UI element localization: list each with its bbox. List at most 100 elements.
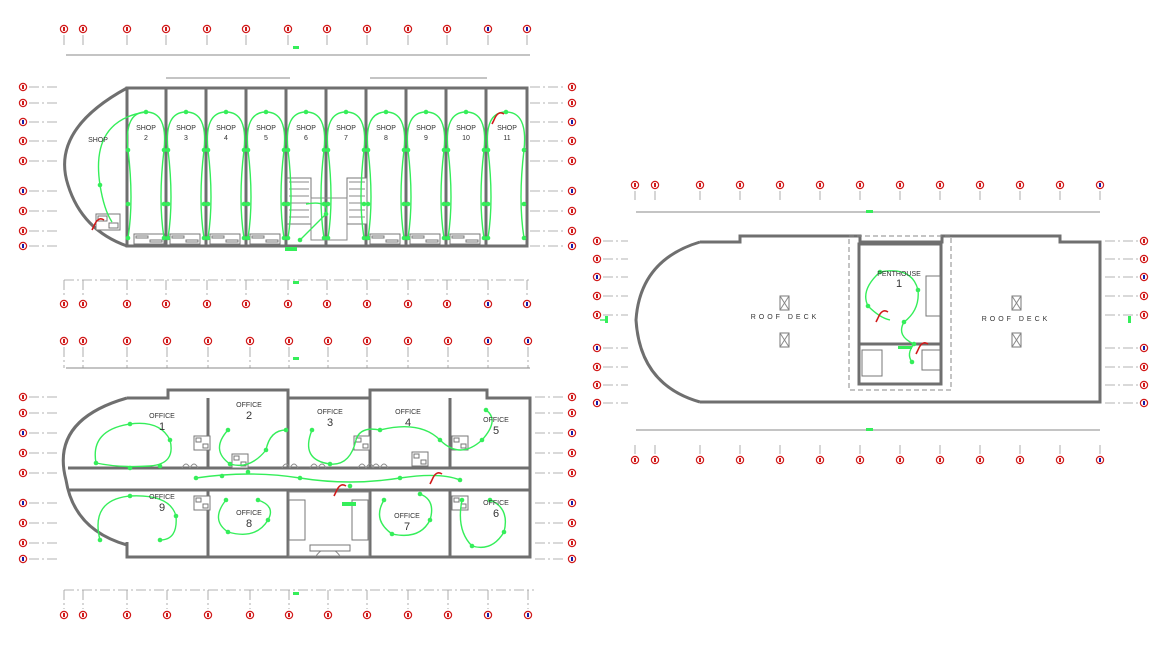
grid-marker-core — [22, 85, 24, 89]
grid-marker-core — [571, 244, 573, 248]
light-fixture-point — [225, 529, 231, 535]
light-fixture-point — [469, 543, 475, 549]
grid-marker-blue — [483, 610, 493, 620]
sanitary-fixture — [251, 235, 265, 239]
grid-marker-red — [443, 610, 453, 620]
grid-marker-core — [245, 27, 247, 31]
shop-10-number: 10 — [462, 135, 470, 142]
office-9-number: 9 — [159, 502, 165, 514]
light-fixture-point — [125, 235, 131, 241]
grid-marker-red — [284, 610, 294, 620]
grid-marker-red — [592, 236, 602, 246]
grid-marker-core — [22, 209, 24, 213]
office-6-number: 6 — [493, 508, 499, 520]
grid-marker-core — [22, 501, 24, 505]
light-fixture-point — [323, 211, 329, 217]
grid-marker-red — [567, 98, 577, 108]
light-fixture-point — [201, 201, 207, 207]
switchboard-marker — [429, 472, 443, 485]
grid-marker-red — [735, 180, 745, 190]
grid-marker-core — [899, 183, 901, 187]
penthouse-wall — [857, 242, 943, 386]
grid-marker-core — [571, 431, 573, 435]
grid-marker-core — [571, 85, 573, 89]
sanitary-fixture — [371, 235, 385, 239]
grid-marker-blue — [567, 498, 577, 508]
grid-marker-core — [22, 159, 24, 163]
grid-marker-core — [979, 458, 981, 462]
grid-marker-core — [634, 458, 636, 462]
grid-marker-core — [22, 411, 24, 415]
grid-marker-red — [18, 408, 28, 418]
sanitary-fixture — [425, 239, 439, 243]
grid-marker-core — [207, 613, 209, 617]
sanitary-fixture — [185, 239, 199, 243]
grid-lines — [18, 24, 1149, 620]
light-fixture-point — [245, 201, 251, 207]
grid-marker-red — [567, 136, 577, 146]
grid-marker-red — [78, 299, 88, 309]
door-swing — [181, 463, 199, 469]
grid-marker-red — [18, 538, 28, 548]
shop-3-number: 3 — [184, 135, 188, 142]
grid-marker-red — [567, 392, 577, 402]
grid-marker-core — [859, 458, 861, 462]
sanitary-fixture — [108, 222, 119, 229]
office-5-label: OFFICE — [483, 417, 509, 424]
grid-marker-core — [487, 302, 489, 306]
grid-marker-core — [1143, 275, 1145, 279]
light-fixture-point — [909, 359, 915, 365]
penthouse-fixtures — [925, 275, 941, 317]
grid-marker-core — [979, 183, 981, 187]
grid-marker-core — [571, 209, 573, 213]
grid-marker-core — [407, 302, 409, 306]
light-fixture-point — [281, 201, 287, 207]
grid-marker-red — [567, 156, 577, 166]
grid-marker-core — [654, 183, 656, 187]
grid-marker-blue — [18, 498, 28, 508]
light-fixture-point — [223, 497, 229, 503]
grid-marker-blue — [18, 554, 28, 564]
sanitary-fixture — [149, 239, 163, 243]
light-fixture-point — [167, 437, 173, 443]
shop-10-label: SHOP — [456, 125, 476, 132]
sanitary-fixture — [465, 239, 479, 243]
grid-marker-blue — [18, 117, 28, 127]
grid-marker-core — [596, 275, 598, 279]
grid-marker-red — [59, 610, 69, 620]
roof-plan — [600, 210, 1131, 431]
door-swing — [357, 463, 375, 469]
light-fixture-point — [281, 147, 287, 153]
grid-marker-core — [82, 613, 84, 617]
outline-dimension — [66, 54, 530, 79]
sanitary-fixture — [195, 437, 202, 443]
grid-marker-core — [82, 302, 84, 306]
curved-facade-wall — [63, 86, 128, 248]
light-fixture-point — [423, 109, 429, 115]
light-fixture-point — [161, 201, 167, 207]
shop-8-label: SHOP — [376, 125, 396, 132]
grid-marker-core — [571, 557, 573, 561]
light-fixture-point — [303, 109, 309, 115]
light-fixture-point — [325, 201, 331, 207]
grid-marker-core — [1143, 313, 1145, 317]
penthouse-label: PENTHOUSE — [877, 271, 921, 278]
skylight-cross — [1011, 332, 1022, 348]
grid-marker-core — [1143, 239, 1145, 243]
grid-marker-red — [567, 448, 577, 458]
shop-11-number: 11 — [503, 135, 510, 142]
grid-marker-core — [571, 139, 573, 143]
stair-core — [288, 499, 306, 541]
light-fixture-point — [165, 147, 171, 153]
grid-marker-core — [166, 613, 168, 617]
grid-marker-red — [18, 226, 28, 236]
grid-marker-core — [654, 458, 656, 462]
grid-marker-blue — [1139, 272, 1149, 282]
grid-marker-core — [288, 339, 290, 343]
grid-marker-core — [526, 302, 528, 306]
light-fixture-point — [397, 475, 403, 481]
grid-marker-blue — [522, 24, 532, 34]
sanitary-fixture — [411, 235, 425, 239]
grid-marker-core — [22, 521, 24, 525]
